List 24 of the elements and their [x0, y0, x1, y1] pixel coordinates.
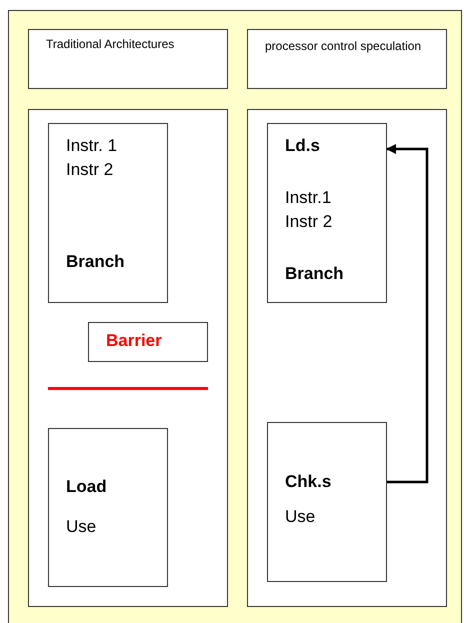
column-panel — [247, 109, 447, 607]
label-text: Instr 2 — [285, 212, 332, 232]
label-text: Branch — [285, 264, 344, 284]
barrier-box — [88, 322, 208, 362]
column-panel — [28, 109, 228, 607]
label-text: Ld.s — [285, 136, 320, 156]
label-text: Instr.1 — [285, 188, 332, 208]
label-text: processor control speculation — [265, 40, 422, 54]
instruction-box — [267, 422, 387, 582]
label-text: Chk.s — [285, 472, 332, 492]
label-text: Instr. 1 — [66, 136, 118, 156]
instruction-box — [48, 123, 168, 303]
label-text: Use — [66, 517, 96, 537]
label-text: Branch — [66, 252, 125, 272]
label-text: Instr 2 — [66, 160, 114, 180]
label-text: Load — [66, 477, 107, 497]
arrow — [386, 144, 428, 484]
label-text: Barrier — [106, 331, 162, 351]
label-text: Traditional Architectures — [46, 38, 176, 52]
label-text: Use — [285, 507, 316, 527]
heading-box — [28, 29, 228, 89]
heading-box — [247, 29, 447, 89]
instruction-box — [48, 428, 168, 587]
instruction-box — [267, 123, 387, 303]
